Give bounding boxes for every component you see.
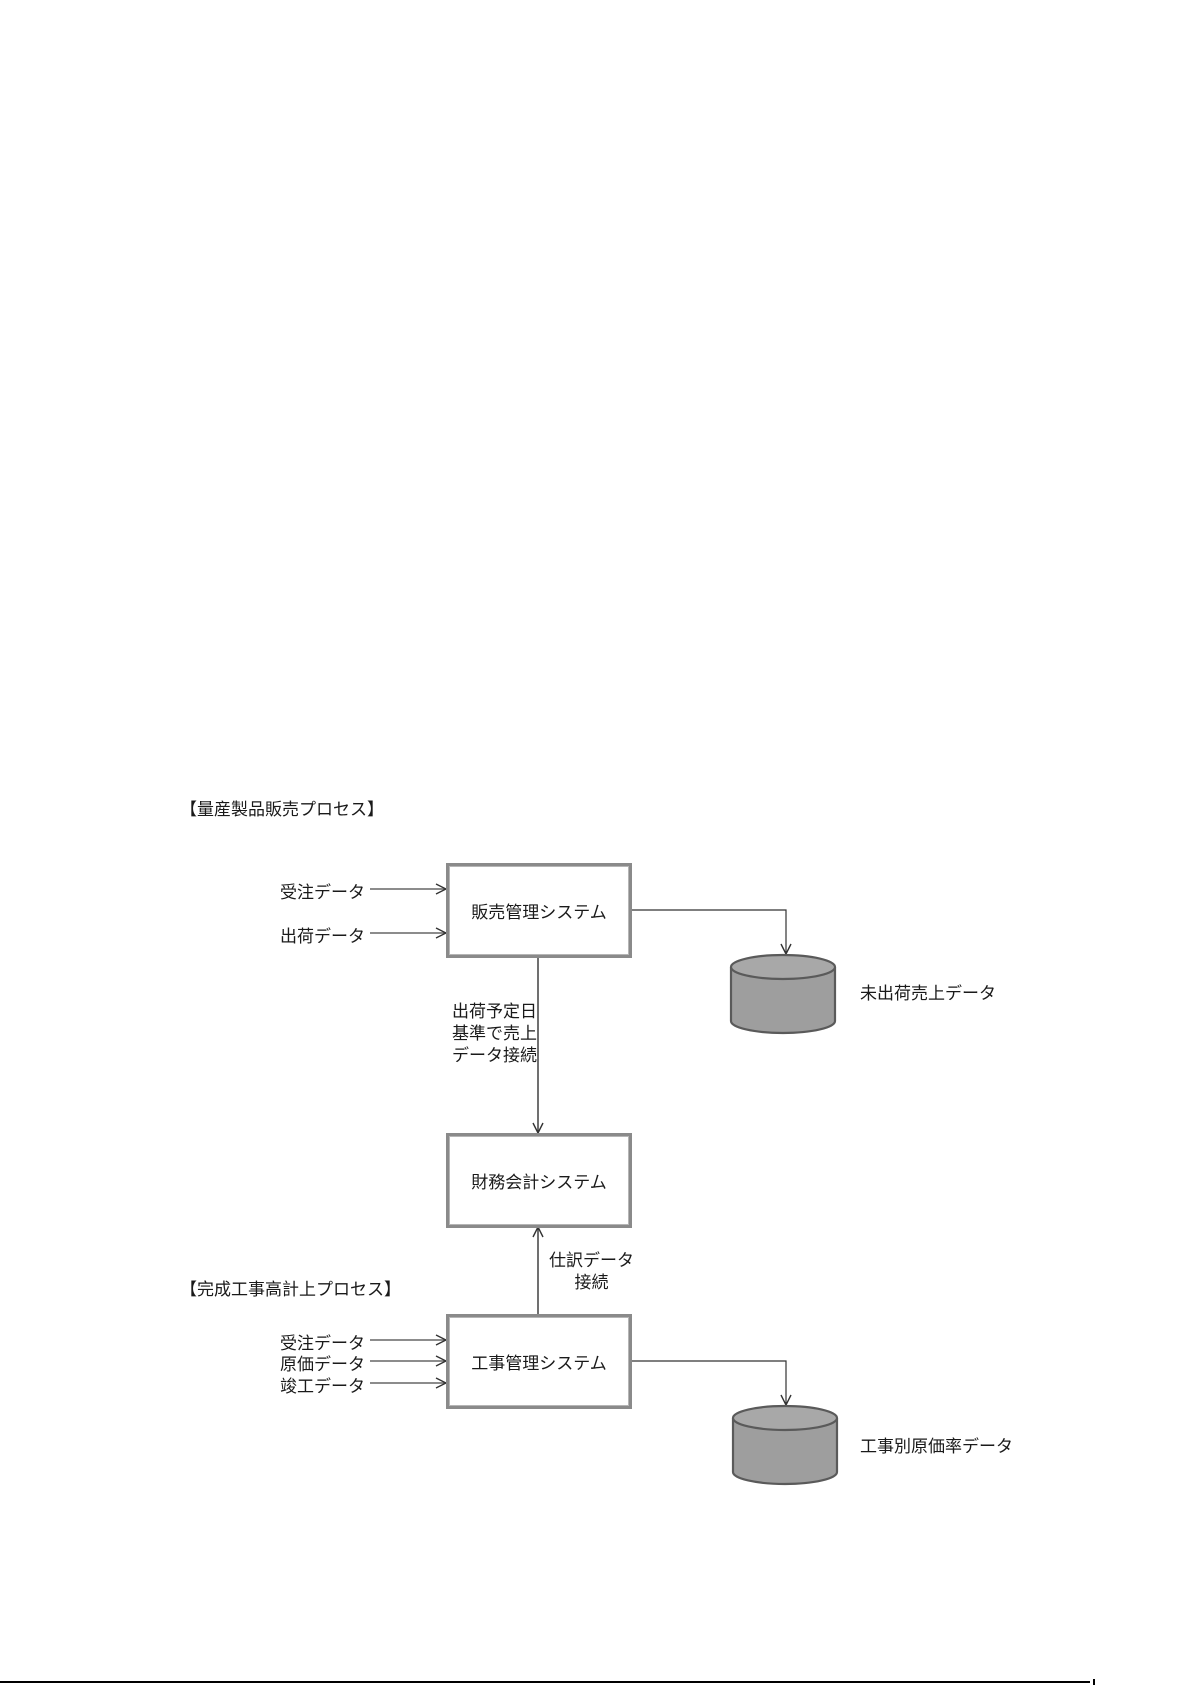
connection-label-line: 仕訳データ: [549, 1251, 634, 1271]
input-label-cost-data: 原価データ: [280, 1355, 365, 1375]
page-bottom-rule: [0, 1681, 1090, 1683]
construction-management-system-box: 工事管理システム: [446, 1314, 632, 1409]
input-label-completion-data: 竣工データ: [280, 1377, 365, 1397]
section-title-construction-revenue: 【完成工事高計上プロセス】: [180, 1280, 401, 1300]
financial-accounting-system-label: 財務会計システム: [471, 1173, 607, 1193]
connection-label-sales-to-finance: 出荷予定日 基準で売上 データ接続: [452, 1001, 537, 1067]
sales-management-system-label: 販売管理システム: [471, 903, 607, 923]
connection-label-construction-to-finance: 仕訳データ 接続: [549, 1250, 634, 1294]
arrow-sales-to-datastore: [631, 909, 786, 954]
section-title-mass-production-sales: 【量産製品販売プロセス】: [180, 800, 384, 820]
input-label-order-data: 受注データ: [280, 1334, 365, 1354]
connection-label-line: 接続: [574, 1273, 609, 1293]
datastore-cylinder-cost-ratio: [731, 1404, 839, 1486]
datastore-label-unshipped-sales: 未出荷売上データ: [860, 984, 996, 1004]
financial-accounting-system-box: 財務会計システム: [446, 1133, 632, 1228]
connection-label-line: 基準で売上: [452, 1024, 537, 1044]
sales-management-system-box: 販売管理システム: [446, 863, 632, 958]
datastore-label-cost-ratio: 工事別原価率データ: [860, 1437, 1013, 1457]
input-label-shipping-data: 出荷データ: [280, 927, 365, 947]
input-label-order-data: 受注データ: [280, 883, 365, 903]
arrow-construction-to-datastore: [631, 1360, 786, 1405]
connection-label-line: 出荷予定日: [452, 1002, 537, 1022]
construction-management-system-label: 工事管理システム: [471, 1354, 607, 1374]
page-corner-tick: [1093, 1679, 1095, 1685]
datastore-cylinder-unshipped: [729, 953, 837, 1035]
connection-label-line: データ接続: [452, 1046, 537, 1066]
